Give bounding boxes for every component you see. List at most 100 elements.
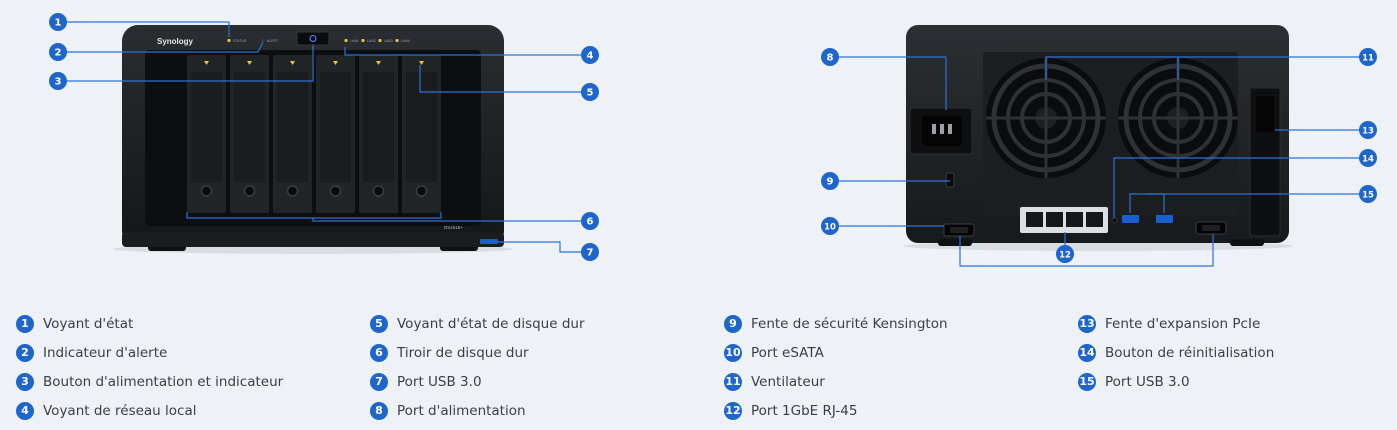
drive-lock[interactable]: [329, 185, 342, 197]
kensington-slot[interactable]: [945, 172, 955, 188]
legend-label: Port USB 3.0: [1105, 373, 1190, 390]
callout-1: 1: [49, 13, 67, 31]
device-diagram: Synology STATUS ALERT LAN1 LAN2 LAN3 LAN…: [49, 13, 1377, 267]
callout-10: 10: [821, 217, 839, 235]
drive-status-led: [247, 61, 252, 65]
drive-lock[interactable]: [200, 185, 213, 197]
legend-label: Indicateur d'alerte: [43, 344, 168, 361]
reset-button[interactable]: [1111, 217, 1118, 224]
legend-label: Voyant d'état de disque dur: [397, 315, 585, 332]
callout-14: 14: [1359, 149, 1377, 167]
esata-port-right[interactable]: [1195, 221, 1227, 235]
legend-item: 9 Fente de sécurité Kensington: [724, 309, 948, 338]
alert-led-label: ALERT: [267, 39, 279, 43]
svg-text:5: 5: [587, 88, 594, 99]
svg-text:2: 2: [55, 48, 62, 59]
legend-badge: 10: [724, 343, 742, 362]
callout-6: 6: [581, 212, 599, 230]
legend-column-3: 9 Fente de sécurité Kensington 10 Port eSA…: [724, 309, 948, 425]
drive-lock[interactable]: [286, 185, 299, 197]
legend-badge: 4: [16, 401, 34, 420]
svg-text:1: 1: [55, 18, 62, 29]
callout-2: 2: [49, 43, 67, 61]
back-usb-port-2[interactable]: [1156, 215, 1173, 223]
pcie-expansion-slot[interactable]: [1249, 87, 1281, 237]
drive-lock[interactable]: [415, 185, 428, 197]
legend-badge: 15: [1078, 372, 1096, 391]
drive-status-led: [290, 61, 295, 65]
back-view: [903, 25, 1293, 251]
front-usb-port[interactable]: [480, 239, 498, 244]
legend-label: Voyant d'état: [43, 315, 134, 332]
legend-item: 3 Bouton d'alimentation et indicateur: [16, 367, 283, 396]
drive-status-led: [204, 61, 209, 65]
rj45-ports[interactable]: [1020, 207, 1108, 233]
legend-label: Fente de sécurité Kensington: [751, 315, 948, 332]
svg-text:10: 10: [824, 223, 836, 233]
callout-12: 12: [1056, 245, 1074, 263]
callout-7: 7: [581, 243, 599, 261]
legend-item: 10 Port eSATA: [724, 338, 948, 367]
model-label: DS1616+: [444, 225, 463, 230]
lan-led: [361, 38, 365, 43]
legend-label: Fente d'expansion PcIe: [1105, 315, 1261, 332]
drive-status-led: [376, 61, 381, 65]
drive-tray-3[interactable]: [273, 55, 312, 213]
legend-badge: 13: [1078, 314, 1096, 333]
svg-text:3: 3: [55, 77, 62, 88]
legend-badge: 11: [724, 372, 742, 391]
callout-8: 8: [821, 48, 839, 66]
legend-badge: 8: [370, 401, 388, 420]
legend-badge: 7: [370, 372, 388, 391]
svg-text:15: 15: [1362, 191, 1374, 201]
esata-port-left[interactable]: [943, 223, 975, 237]
legend-label: Voyant de réseau local: [43, 402, 197, 419]
drive-tray-4[interactable]: [316, 55, 355, 213]
callout-lines: [58, 21, 1368, 267]
drive-lock[interactable]: [243, 185, 256, 197]
legend-label: Port eSATA: [751, 344, 824, 361]
legend-label: Bouton d'alimentation et indicateur: [43, 373, 284, 390]
power-icon: [309, 34, 317, 43]
power-port[interactable]: [909, 107, 973, 155]
svg-text:12: 12: [1059, 251, 1071, 261]
legend-badge: 3: [16, 372, 34, 391]
power-button[interactable]: [296, 31, 330, 46]
callout-13: 13: [1359, 121, 1377, 139]
lan-led-label: LAN1: [350, 39, 359, 43]
legend-badge: 12: [724, 401, 742, 420]
status-led: [227, 38, 231, 43]
callout-5: 5: [581, 83, 599, 101]
callout-4: 4: [581, 46, 599, 64]
svg-text:13: 13: [1362, 127, 1374, 137]
legend-badge: 9: [724, 314, 742, 333]
legend-item: 13 Fente d'expansion PcIe: [1078, 309, 1274, 338]
callout-3: 3: [49, 72, 67, 90]
alert-led: [261, 38, 265, 43]
status-led-label: STATUS: [233, 39, 247, 43]
drive-tray-5[interactable]: [359, 55, 398, 213]
drive-bays: [187, 55, 441, 213]
lan-led-label: LAN2: [367, 39, 376, 43]
back-usb-port-1[interactable]: [1122, 215, 1139, 223]
legend-label: Port USB 3.0: [397, 373, 482, 390]
legend-badge: 1: [16, 314, 34, 333]
drive-tray-2[interactable]: [230, 55, 269, 213]
legend-badge: 5: [370, 314, 388, 333]
svg-text:6: 6: [587, 217, 594, 228]
drive-tray-6[interactable]: [402, 55, 441, 213]
svg-text:9: 9: [827, 177, 834, 188]
drive-lock[interactable]: [372, 185, 385, 197]
drive-tray-1[interactable]: [187, 55, 226, 213]
drive-status-led: [419, 61, 424, 65]
callout-9: 9: [821, 172, 839, 190]
drive-status-led: [333, 61, 338, 65]
callout-15: 15: [1359, 185, 1377, 203]
